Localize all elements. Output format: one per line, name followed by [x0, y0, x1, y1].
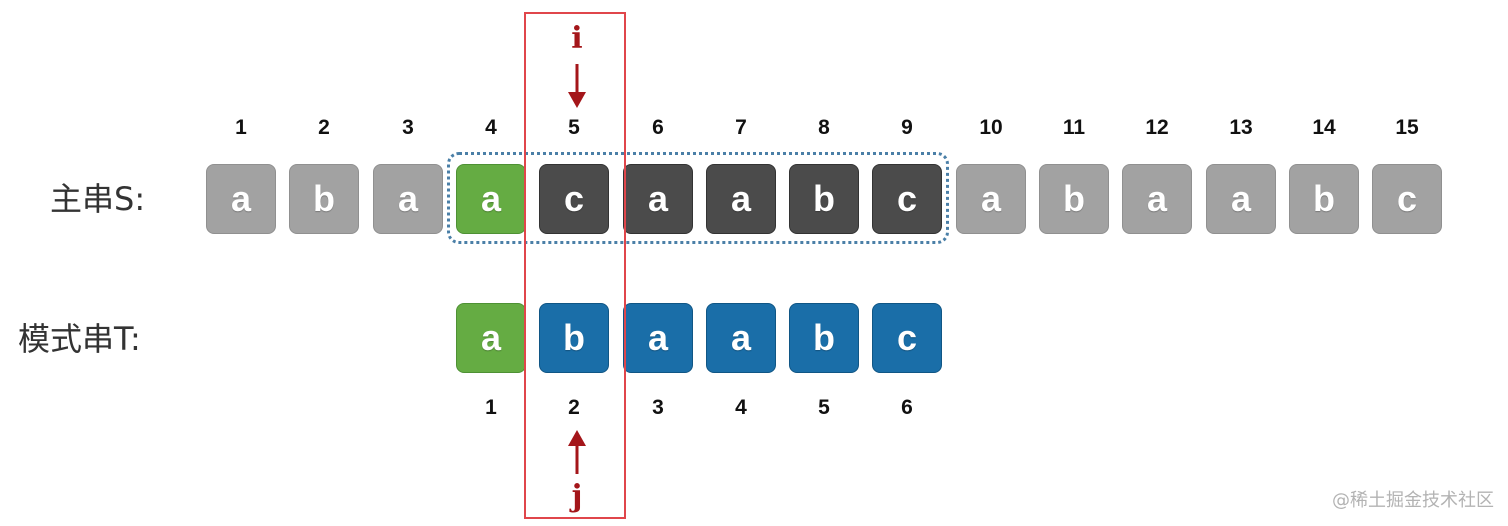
pattern-index-2: 2: [568, 396, 580, 419]
pattern-string-label: 模式串T:: [18, 320, 141, 358]
main-string-label: 主串S:: [50, 180, 146, 218]
main-index-1: 1: [235, 116, 247, 139]
pattern-char-cell-1: a: [456, 303, 526, 373]
pattern-index-5: 5: [818, 396, 830, 419]
main-char-cell-3: a: [373, 164, 443, 234]
current-position-highlight: [524, 12, 626, 519]
main-index-12: 12: [1145, 116, 1169, 139]
main-char-cell-14: b: [1289, 164, 1359, 234]
pointer-i-arrow: [568, 64, 586, 108]
pattern-index-1: 1: [485, 396, 497, 419]
main-index-15: 15: [1395, 116, 1419, 139]
main-index-14: 14: [1312, 116, 1336, 139]
pattern-char-cell-2: b: [539, 303, 609, 373]
main-char-cell-15: c: [1372, 164, 1442, 234]
main-index-7: 7: [735, 116, 747, 139]
main-index-8: 8: [818, 116, 830, 139]
pointer-i-label: i: [571, 21, 583, 56]
main-char-cell-8: b: [789, 164, 859, 234]
main-char-cell-7: a: [706, 164, 776, 234]
main-index-10: 10: [979, 116, 1003, 139]
main-index-13: 13: [1229, 116, 1253, 139]
main-char-cell-6: a: [623, 164, 693, 234]
main-char-cell-12: a: [1122, 164, 1192, 234]
pointer-j-arrow: [568, 430, 586, 474]
pattern-char-cell-4: a: [706, 303, 776, 373]
pattern-index-3: 3: [652, 396, 664, 419]
pattern-char-cell-3: a: [623, 303, 693, 373]
main-char-cell-10: a: [956, 164, 1026, 234]
main-char-cell-5: c: [539, 164, 609, 234]
pattern-index-6: 6: [901, 396, 913, 419]
main-char-cell-4: a: [456, 164, 526, 234]
main-index-9: 9: [901, 116, 913, 139]
main-char-cell-13: a: [1206, 164, 1276, 234]
main-index-11: 11: [1062, 116, 1086, 139]
pattern-char-cell-5: b: [789, 303, 859, 373]
main-index-4: 4: [485, 116, 497, 139]
pattern-index-4: 4: [735, 396, 747, 419]
main-char-cell-11: b: [1039, 164, 1109, 234]
main-index-5: 5: [568, 116, 580, 139]
pattern-char-cell-6: c: [872, 303, 942, 373]
main-index-2: 2: [318, 116, 330, 139]
watermark: @稀土掘金技术社区: [1332, 490, 1494, 511]
main-char-cell-9: c: [872, 164, 942, 234]
pointer-j-label: j: [571, 479, 583, 514]
main-char-cell-2: b: [289, 164, 359, 234]
main-index-3: 3: [402, 116, 414, 139]
comparison-window: [447, 152, 949, 244]
main-index-6: 6: [652, 116, 664, 139]
main-char-cell-1: a: [206, 164, 276, 234]
